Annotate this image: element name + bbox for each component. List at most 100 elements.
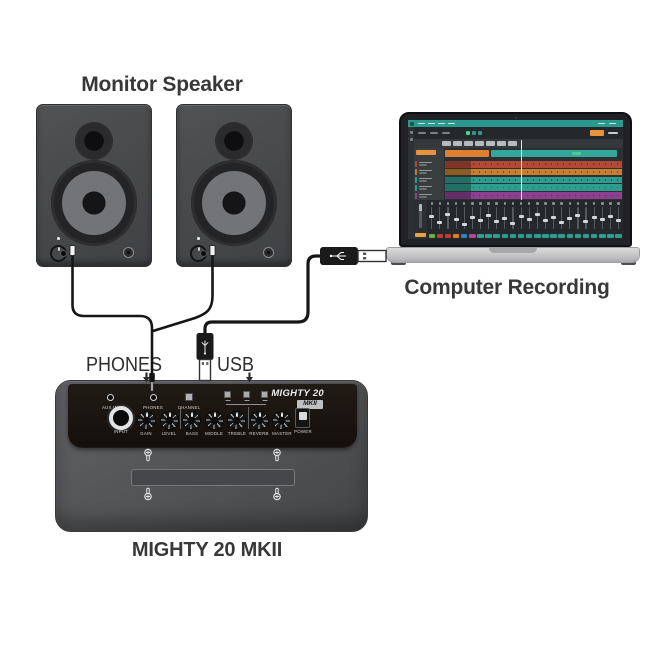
knob-pointer	[191, 412, 193, 417]
fader-cap	[445, 213, 451, 216]
tweeter	[216, 123, 252, 159]
mixer-strip	[485, 200, 492, 239]
clip-orange	[445, 150, 489, 157]
mixer-strip	[460, 200, 468, 239]
track-row	[445, 176, 622, 184]
knob-label-bass: BASS	[185, 430, 198, 436]
fader-track	[536, 207, 538, 229]
track-row	[445, 161, 622, 168]
channel-color-chip	[558, 234, 565, 238]
clip-label-block	[445, 161, 471, 168]
daw-track-headers	[414, 148, 444, 200]
channel-knob	[430, 202, 433, 205]
channel-color-chip	[460, 234, 468, 238]
channel-knob	[544, 202, 547, 205]
usb-label: USB	[217, 354, 255, 376]
channel-label: CHANNEL	[177, 404, 201, 410]
fader-track	[585, 207, 587, 229]
toolbar-item	[608, 132, 618, 134]
channel-knob	[560, 202, 563, 205]
channel-color-chip	[444, 234, 452, 238]
knob-label-middle: MIDDLE	[205, 430, 223, 436]
mixer-strip	[574, 200, 582, 239]
knob-level	[159, 410, 179, 430]
knob-gain	[136, 410, 156, 430]
mixer-strip	[525, 200, 533, 239]
mixer-master-strip	[414, 200, 427, 239]
overview-block	[464, 141, 473, 146]
group-track-header	[416, 150, 436, 155]
master-color-chip	[415, 233, 426, 237]
mixer-strip	[599, 200, 606, 239]
fader-track	[609, 207, 611, 229]
channel-knob	[454, 202, 458, 205]
track-name	[419, 169, 432, 171]
overview-block	[475, 141, 484, 146]
channel-knob	[592, 202, 596, 205]
usb-trident-icon	[201, 340, 209, 353]
channel-knob	[552, 202, 555, 205]
clip-small-green	[572, 151, 581, 155]
daw-ruler	[414, 139, 623, 148]
clip-label-block	[445, 192, 471, 199]
channel-button	[185, 393, 193, 401]
aux-in-jack	[106, 393, 114, 401]
menu-item	[448, 122, 455, 125]
channel-knob	[503, 202, 507, 205]
mixer-strip	[493, 200, 500, 239]
usb-plug-connector	[196, 333, 214, 360]
usb-a-metal	[357, 249, 387, 263]
clip-label-block	[445, 168, 471, 176]
speaker-volume-knob	[50, 245, 67, 262]
toolbar-item	[442, 132, 450, 134]
daw-arrange-area	[444, 148, 623, 200]
daw-mixer	[414, 200, 623, 239]
knob-middle	[204, 410, 224, 430]
scene-button-mark	[262, 400, 267, 402]
overview-block	[442, 141, 451, 146]
laptop-notch	[489, 248, 537, 253]
track-color-bar	[415, 192, 417, 199]
fader-cap	[429, 215, 435, 218]
panel-divider	[248, 407, 249, 429]
channel-knob	[471, 202, 474, 205]
channel-knob	[584, 202, 588, 205]
speaker-input-jack	[60, 250, 66, 256]
knob-label-master: MASTER	[271, 430, 292, 436]
fader-track	[617, 207, 620, 229]
speaker-rear-knob	[123, 247, 134, 258]
fader-track	[447, 207, 449, 229]
channel-knob	[446, 202, 450, 205]
channel-color-chip	[607, 234, 614, 238]
overview-block	[508, 141, 517, 146]
overview-block	[453, 141, 462, 146]
track-color-bar	[415, 184, 417, 191]
fader-cap	[469, 216, 475, 219]
fader-cap	[510, 222, 516, 225]
track-header	[414, 192, 444, 199]
master-meter	[418, 204, 422, 228]
knob-label-gain: GAIN	[140, 430, 152, 436]
channel-knob	[519, 202, 523, 205]
mixer-strip	[550, 200, 557, 239]
menu-item	[598, 122, 605, 125]
scene-button	[224, 391, 231, 398]
woofer	[51, 160, 137, 246]
channel-knob	[462, 202, 466, 205]
mixer-strip	[607, 200, 614, 239]
clip-label-block	[445, 176, 471, 184]
waveform	[473, 171, 619, 173]
usb-a-plug	[320, 247, 358, 265]
channel-knob	[536, 202, 539, 205]
fader-track	[488, 207, 490, 229]
knob-reverb	[249, 410, 269, 430]
menu-item	[428, 122, 435, 125]
overview-block	[497, 141, 506, 146]
fader-track	[520, 207, 522, 229]
knob-label-level: LEVEL	[161, 430, 177, 436]
channel-color-chip	[485, 234, 492, 238]
mixer-strip	[558, 200, 565, 239]
daw-toolbar	[414, 127, 623, 139]
